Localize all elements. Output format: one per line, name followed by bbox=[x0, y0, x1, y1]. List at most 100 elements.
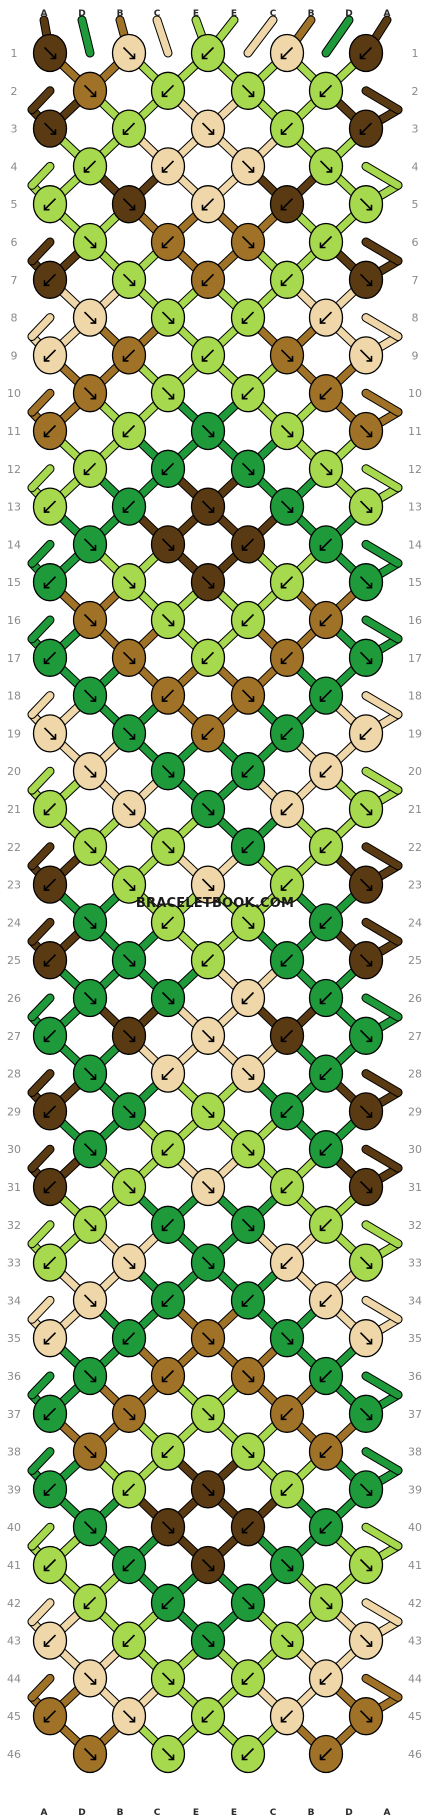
edge-strand-left bbox=[28, 465, 54, 492]
knot-arrow-icon bbox=[201, 198, 215, 211]
knot-arrowhead-icon bbox=[319, 847, 326, 854]
knot-arrowhead-icon bbox=[248, 469, 255, 476]
knot-arrow-icon bbox=[241, 1445, 255, 1458]
knot bbox=[308, 374, 344, 413]
bottom-strand-label: B bbox=[308, 1808, 315, 1818]
knot-arrowhead-icon bbox=[168, 620, 175, 627]
knot-arrow-icon bbox=[161, 1596, 175, 1609]
row-number-right: 25 bbox=[408, 954, 422, 967]
row-number-left: 8 bbox=[11, 312, 18, 325]
row-number-right: 3 bbox=[412, 123, 419, 136]
knot-arrow-icon bbox=[43, 1558, 57, 1572]
knot-arrowhead-icon bbox=[90, 544, 97, 551]
knot bbox=[348, 1016, 384, 1055]
knot-arrow-icon bbox=[83, 1445, 97, 1458]
row-number-right: 26 bbox=[408, 992, 422, 1005]
knot-arrowhead-icon bbox=[122, 1489, 129, 1496]
knot bbox=[308, 1281, 344, 1320]
knot-arrowhead-icon bbox=[43, 280, 50, 287]
knot-arrowhead-icon bbox=[129, 582, 136, 589]
knot-arrow-icon bbox=[319, 1672, 333, 1685]
knot-arrow-icon bbox=[359, 1407, 373, 1420]
knot-arrowhead-icon bbox=[129, 1187, 136, 1194]
knot-arrow-icon bbox=[241, 613, 255, 627]
knot bbox=[32, 1167, 68, 1207]
knot bbox=[230, 449, 266, 488]
edge-strand-left bbox=[28, 1448, 54, 1474]
knot-arrowhead-icon bbox=[43, 1263, 50, 1269]
knot bbox=[230, 978, 266, 1018]
knot-arrowhead-icon bbox=[241, 1754, 248, 1761]
knot-arrowhead-icon bbox=[90, 393, 97, 400]
knot bbox=[348, 865, 384, 904]
knot bbox=[111, 109, 147, 148]
knot-arrowhead-icon bbox=[319, 1300, 326, 1307]
knot-arrow-icon bbox=[359, 802, 373, 816]
knot-arrow-icon bbox=[319, 311, 333, 324]
bottom-strand-label: A bbox=[384, 1808, 391, 1818]
knot bbox=[230, 71, 266, 110]
knot-arrow-icon bbox=[83, 1521, 97, 1534]
knot-arrow-icon bbox=[319, 538, 333, 551]
knot-arrowhead-icon bbox=[319, 1452, 326, 1458]
knot bbox=[72, 147, 108, 186]
knot bbox=[308, 752, 344, 791]
knot bbox=[72, 752, 108, 791]
knot-arrowhead-icon bbox=[366, 1641, 373, 1647]
knot-arrow-icon bbox=[122, 576, 136, 589]
knot-arrow-icon bbox=[201, 651, 215, 664]
knot-arrow-icon bbox=[241, 1672, 255, 1685]
knot-arrow-icon bbox=[161, 538, 175, 551]
knot bbox=[72, 1281, 108, 1320]
knot-arrow-icon bbox=[319, 462, 333, 475]
row-number-right: 19 bbox=[408, 727, 422, 740]
knot bbox=[150, 752, 186, 791]
knot-arrow-icon bbox=[122, 46, 136, 60]
knot bbox=[190, 33, 226, 73]
knot bbox=[348, 638, 384, 677]
knot-arrow-icon bbox=[83, 765, 97, 778]
edge-strand-right bbox=[362, 162, 402, 189]
row-number-left: 42 bbox=[7, 1597, 21, 1610]
knot-arrowhead-icon bbox=[248, 696, 255, 702]
knot-arrow-icon bbox=[201, 576, 215, 589]
knot-arrowhead-icon bbox=[287, 507, 294, 513]
knot bbox=[150, 147, 186, 186]
knot bbox=[150, 1054, 186, 1093]
knot-arrowhead-icon bbox=[129, 1036, 136, 1043]
edge-strand-right bbox=[362, 843, 402, 870]
row-number-left: 9 bbox=[11, 349, 18, 362]
knot-arrow-icon bbox=[161, 311, 175, 324]
knot bbox=[32, 1621, 68, 1660]
knot-arrowhead-icon bbox=[208, 1263, 215, 1269]
knot-arrowhead-icon bbox=[208, 1338, 215, 1345]
knot bbox=[230, 1205, 266, 1244]
knot-arrowhead-icon bbox=[168, 847, 175, 854]
top-strand-label: D bbox=[78, 9, 85, 19]
knot bbox=[190, 1243, 226, 1282]
knot bbox=[150, 525, 186, 564]
knot bbox=[348, 941, 384, 980]
knot-arrow-icon bbox=[319, 689, 333, 702]
knot-arrow-icon bbox=[122, 1483, 136, 1496]
knot-arrowhead-icon bbox=[83, 166, 90, 173]
knot bbox=[230, 1130, 266, 1169]
knot-arrow-icon bbox=[122, 1710, 136, 1723]
knot-arrowhead-icon bbox=[366, 1338, 373, 1345]
knot-arrowhead-icon bbox=[168, 1754, 175, 1761]
knot-arrow-icon bbox=[43, 46, 57, 60]
row-number-right: 23 bbox=[408, 879, 422, 892]
row-number-left: 40 bbox=[7, 1521, 21, 1534]
knot-arrow-icon bbox=[359, 878, 373, 891]
knot bbox=[230, 147, 266, 186]
knot-arrow-icon bbox=[201, 500, 215, 513]
knot bbox=[72, 449, 108, 488]
knot bbox=[32, 714, 68, 753]
knot bbox=[269, 563, 305, 602]
knot bbox=[111, 1167, 147, 1207]
knot bbox=[308, 71, 344, 110]
knot bbox=[190, 1016, 226, 1055]
knot bbox=[190, 1697, 226, 1736]
knot bbox=[190, 260, 226, 299]
knot-arrowhead-icon bbox=[90, 318, 97, 324]
